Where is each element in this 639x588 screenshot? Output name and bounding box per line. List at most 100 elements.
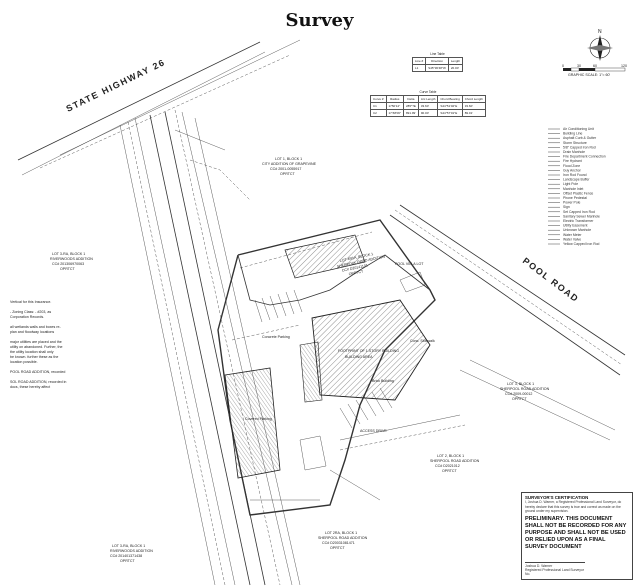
scale-caption: GRAPHIC SCALE: 1"= 60' — [568, 73, 611, 77]
certification-body: I, Joshua D. Warner, a Registered Profes… — [525, 500, 622, 514]
lot-label-southwest: LOT 3-RA, BLOCK 1 RIVERWOODS ADDITION CC… — [110, 544, 153, 563]
svg-text:CC# D2021012: CC# D2021012 — [435, 464, 460, 468]
scale-tick-2: 60 — [593, 64, 597, 68]
legend-item: Manhole Inlet — [563, 187, 583, 191]
highway-label: STATE HIGHWAY 26 — [64, 57, 167, 114]
svg-text:OPRTCT: OPRTCT — [512, 397, 528, 401]
note-line: all wetlands walls and boxes re- — [10, 325, 61, 329]
survey-notes: Vertical for this Insurance. - Zoning Cl… — [10, 300, 68, 390]
concrete-parking-label: Concrete Parking — [262, 335, 290, 339]
svg-text:OPRTCT: OPRTCT — [60, 267, 76, 271]
certification-heading: SURVEYOR'S CERTIFICATION — [525, 495, 589, 500]
legend-item: Building Line — [563, 132, 583, 136]
page-title: Survey — [285, 10, 354, 31]
svg-text:CC# D20031081471: CC# D20031081471 — [322, 541, 355, 545]
svg-text:CC# D20141101: CC# D20141101 — [341, 263, 368, 272]
svg-text:CC# 201306970063: CC# 201306970063 — [52, 262, 84, 266]
building-area-label: BUILDING AREA — [345, 355, 373, 359]
line-table: Line Table Line # Direction Length L1 S4… — [411, 52, 464, 72]
north-letter: N — [598, 29, 602, 35]
note-line: docs, these hereby affect — [10, 385, 51, 389]
line-table-header: Length — [447, 57, 464, 65]
covered-parking-label: Covered Parking — [245, 417, 272, 421]
building-footprint — [224, 234, 431, 479]
legend-item: Sanitary Sewer Manhole — [563, 214, 600, 218]
svg-text:LOT 4R1A, BLOCK 1: LOT 4R1A, BLOCK 1 — [339, 252, 373, 263]
note-line: SOL ROAD ADDITION, recorded in — [10, 380, 67, 384]
note-line: major utilities are placed and the — [10, 340, 62, 344]
legend-item: Fire Department Connection — [563, 155, 606, 159]
svg-text:RIVERWOODS ADDITION: RIVERWOODS ADDITION — [50, 257, 93, 261]
note-line: be known. further these as the — [10, 355, 59, 359]
svg-text:LOT 1, BLOCK 1: LOT 1, BLOCK 1 — [275, 157, 302, 161]
svg-text:CC# 2001-0055917: CC# 2001-0055917 — [270, 167, 301, 171]
pool-road-label: POOL ROAD — [521, 256, 581, 305]
legend-item: Iron Rod Found — [563, 173, 587, 177]
legend-item: Water Meter — [563, 233, 582, 237]
svg-text:RIVERWOODS ADDITION: RIVERWOODS ADDITION — [110, 549, 153, 553]
legend-item: Fire Hydrant — [563, 159, 582, 163]
svg-text:SHERPOOL ROAD ADDITION: SHERPOOL ROAD ADDITION — [318, 536, 368, 540]
svg-text:OPRTCT: OPRTCT — [330, 546, 346, 550]
legend-item: Sign — [563, 205, 570, 209]
highway-lines — [17, 39, 301, 176]
line-table-header: Line # — [411, 57, 427, 65]
svg-text:OPRTCT: OPRTCT — [120, 559, 136, 563]
scale-tick-1: 30 — [577, 64, 581, 68]
legend-item: Set Capped Iron Rod — [563, 210, 595, 214]
sidewalk-label: Conc. Sidewalk — [410, 339, 435, 343]
note-line: - Zoning Class: - #203, as — [10, 310, 52, 314]
svg-text:CC# 2009-00012: CC# 2009-00012 — [505, 392, 532, 396]
preliminary-warning: PRELIMINARY. THIS DOCUMENT SHALL NOT BE … — [525, 515, 627, 550]
note-line: plan and floodway locations — [10, 330, 55, 334]
legend-item: Light Pole — [563, 182, 578, 186]
svg-text:OPRTCT: OPRTCT — [348, 269, 364, 276]
legend-item: 5/8" Capped Iron Rod — [563, 145, 596, 149]
curve-table: Curve Table Curve # Radius Delta Arc Len… — [370, 90, 486, 117]
svg-text:OPRTCT: OPRTCT — [280, 172, 296, 176]
note-line: POOL ROAD ADDITION, recorded — [10, 370, 66, 374]
subject-boundary — [217, 219, 436, 516]
lot-label-west: LOT 3-RA, BLOCK 1 RIVERWOODS ADDITION CC… — [50, 252, 93, 271]
signature-line: Joshua D. Warner Registered Professional… — [525, 562, 585, 576]
legend-item: Offset Plastic Fence — [563, 191, 593, 195]
building-label: FOOTPRINT OF 1-STORY BUILDING — [338, 349, 399, 353]
legend-item: Utility Easement — [563, 224, 588, 228]
svg-text:CC# 201401371438: CC# 201401371438 — [110, 554, 142, 558]
svg-text:LOT 3-RA, BLOCK 1: LOT 3-RA, BLOCK 1 — [112, 544, 145, 548]
legend-item: Electric Transformer — [563, 219, 594, 223]
note-line: Vertical for this Insurance. — [10, 300, 52, 304]
site-details — [174, 129, 466, 501]
svg-text:LOT 3-RA, BLOCK 1: LOT 3-RA, BLOCK 1 — [52, 252, 85, 256]
svg-text:SHERPOOL ROAD ADDITION: SHERPOOL ROAD ADDITION — [500, 387, 550, 391]
legend-item: Asphalt Curb & Gutter — [563, 136, 597, 140]
note-line: the utility location shall only — [10, 350, 54, 354]
svg-text:SHERPOOL ROAD ADDITION: SHERPOOL ROAD ADDITION — [430, 459, 480, 463]
roadway-corridor — [119, 109, 301, 586]
legend-item: Landscape Buffer — [563, 178, 590, 182]
line-table-caption: Line Table — [430, 52, 445, 56]
legend-item: Flood Zone — [563, 164, 580, 168]
note-line: location possible. — [10, 360, 38, 364]
legend-item: Air Conditioning Unit — [563, 127, 594, 131]
svg-text:LOT 2, BLOCK 1: LOT 2, BLOCK 1 — [437, 454, 464, 458]
graphic-scale: 0 30 60 120 GRAPHIC SCALE: 1"= 60' — [562, 64, 627, 77]
svg-text:OPRTCT: OPRTCT — [442, 469, 458, 473]
table-row: C1 1750'14" 285°?E 33.60' S44°51'02"E 33… — [370, 102, 486, 110]
north-arrow: N — [587, 29, 613, 61]
lot-label-southeast: LOT 2, BLOCK 1 SHERPOOL ROAD ADDITION CC… — [430, 454, 480, 473]
brick-label: Brick Building — [372, 379, 394, 383]
lot-label-north: LOT 1, BLOCK 1 CITY ADDITION OF GRAPEVIN… — [262, 157, 317, 176]
drive-label: ACCESS DRIVE — [360, 429, 387, 433]
legend-item: Unknown Manhole — [563, 228, 591, 232]
legend-item: Power Pole — [563, 201, 580, 205]
note-line: utility on abandoned. Further, the — [10, 345, 63, 349]
area-label: POOL VILLA LOT — [395, 262, 424, 266]
lot-label-east: LOT 3, BLOCK 1 SHERPOOL ROAD ADDITION CC… — [500, 382, 550, 401]
legend-item: Guy Anchor — [563, 168, 582, 172]
signature-name: Joshua D. Warner — [525, 564, 553, 568]
legend-item: Storm Structure — [563, 141, 587, 145]
scale-tick-0: 0 — [562, 64, 564, 68]
